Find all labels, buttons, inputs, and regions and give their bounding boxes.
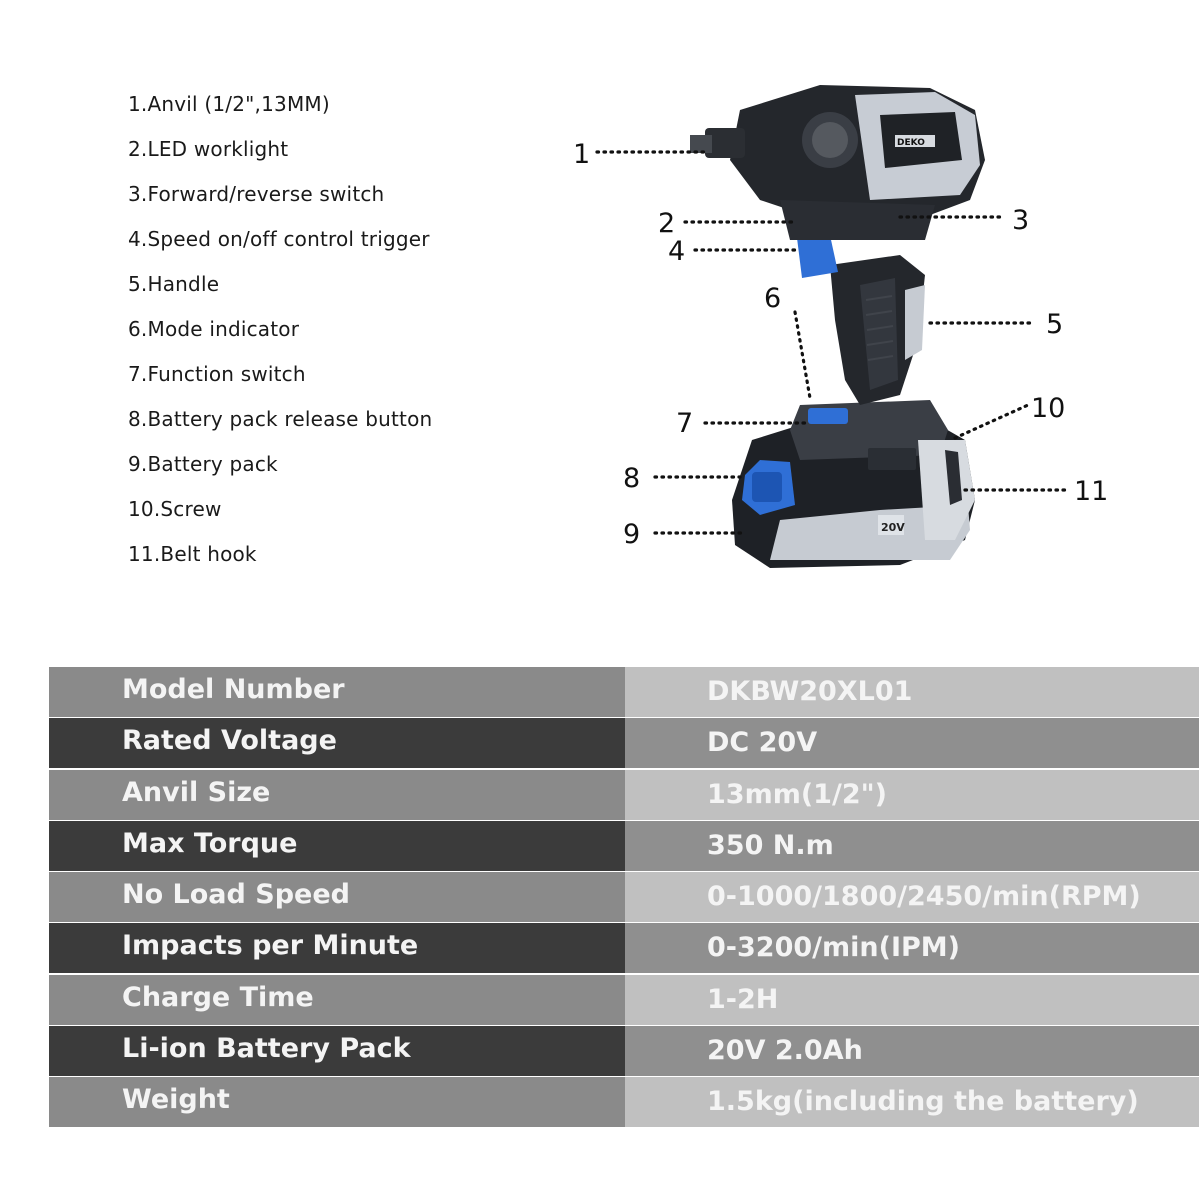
impact-wrench-illustration: 20V DEKO (690, 85, 985, 568)
spec-label: Charge Time (49, 974, 625, 1025)
part-item: 1.Anvil (1/2",13MM) (128, 92, 330, 116)
brand-badge: DEKO (897, 138, 925, 148)
part-item: 2.LED worklight (128, 137, 289, 161)
spec-label: Li-ion Battery Pack (49, 1026, 625, 1077)
spec-label: Rated Voltage (49, 718, 625, 769)
spec-value: 350 N.m (625, 820, 1199, 871)
spec-value: 1-2H (625, 974, 1199, 1025)
parts-list: 1.Anvil (1/2",13MM) 2.LED worklight 3.Fo… (128, 88, 488, 583)
spec-value: 20V 2.0Ah (625, 1026, 1199, 1077)
spec-value: 0-3200/min(IPM) (625, 923, 1199, 974)
callout-leaders (595, 150, 1072, 535)
table-row: Max Torque 350 N.m (49, 820, 1199, 871)
callout-number: 5 (1046, 309, 1063, 340)
spec-label: No Load Speed (49, 872, 625, 923)
table-row: Charge Time 1-2H (49, 974, 1199, 1025)
battery-badge-plate (878, 515, 904, 535)
part-item: 5.Handle (128, 272, 220, 296)
callout-number: 11 (1074, 476, 1108, 507)
part-item: 7.Function switch (128, 362, 306, 386)
table-row: Model Number DKBW20XL01 (49, 667, 1199, 717)
battery-badge: 20V (881, 521, 905, 534)
spec-value: 13mm(1/2") (625, 769, 1199, 820)
callout-number: 7 (676, 408, 693, 439)
callout-number: 1 (573, 139, 590, 170)
spec-value: 0-1000/1800/2450/min(RPM) (625, 872, 1199, 923)
part-item: 11.Belt hook (128, 542, 257, 566)
spec-value: DC 20V (625, 718, 1199, 769)
callout-number: 6 (764, 283, 781, 314)
spec-value: 1.5kg(including the battery) (625, 1077, 1199, 1128)
part-item: 10.Screw (128, 497, 222, 521)
callout-number: 3 (1012, 205, 1029, 236)
spec-table: Model Number DKBW20XL01 Rated Voltage DC… (49, 667, 1199, 1129)
callout-number: 2 (658, 208, 675, 239)
part-item: 9.Battery pack (128, 452, 278, 476)
spec-label: Model Number (49, 667, 625, 717)
part-item: 3.Forward/reverse switch (128, 182, 385, 206)
part-item: 6.Mode indicator (128, 317, 300, 341)
spec-value: DKBW20XL01 (625, 667, 1199, 717)
spec-label: Max Torque (49, 820, 625, 871)
spec-label: Weight (49, 1077, 625, 1128)
callout-number: 10 (1031, 393, 1065, 424)
callout-number: 9 (623, 519, 640, 550)
callout-number: 4 (668, 236, 685, 267)
spec-label: Anvil Size (49, 769, 625, 820)
part-item: 4.Speed on/off control trigger (128, 227, 430, 251)
table-row: Weight 1.5kg(including the battery) (49, 1077, 1199, 1128)
table-row: Rated Voltage DC 20V (49, 718, 1199, 769)
spec-label: Impacts per Minute (49, 923, 625, 974)
table-row: No Load Speed 0-1000/1800/2450/min(RPM) (49, 872, 1199, 923)
part-item: 8.Battery pack release button (128, 407, 433, 431)
table-row: Anvil Size 13mm(1/2") (49, 769, 1199, 820)
table-row: Impacts per Minute 0-3200/min(IPM) (49, 923, 1199, 974)
callout-number: 8 (623, 463, 640, 494)
impact-wrench-diagram: 20V DEKO (573, 85, 1108, 568)
table-row: Li-ion Battery Pack 20V 2.0Ah (49, 1026, 1199, 1077)
